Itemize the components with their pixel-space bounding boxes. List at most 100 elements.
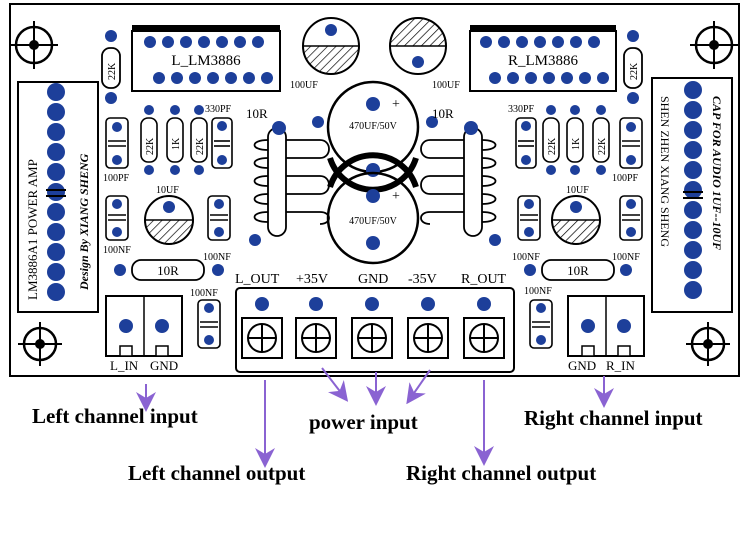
mounting-hole-bl (18, 322, 62, 366)
cap-100uf-right: 100UF (389, 17, 460, 91)
solder-pad (309, 297, 323, 311)
screw-terminal (295, 317, 337, 359)
solder-pad (255, 297, 269, 311)
cap-470uf-bottom: + 470UF/50V (326, 152, 420, 265)
solder-pad (684, 121, 702, 139)
left-side-design-text: Design By XIANG SHENG (77, 153, 91, 291)
solder-pad (525, 72, 537, 84)
res-22k-top-right: 22K (623, 30, 643, 104)
cap-10uf-left-label: 10UF (156, 185, 179, 196)
callout-right-output: Right channel output (406, 461, 597, 485)
screw-terminal (463, 317, 505, 359)
cap-330pf-right-label: 330PF (508, 104, 535, 115)
solder-pad (144, 36, 156, 48)
solder-pad (47, 283, 65, 301)
solder-pad (546, 165, 556, 175)
solder-pad (498, 36, 510, 48)
screw-terminal (407, 317, 449, 359)
term-gnd-label: GND (358, 272, 388, 287)
cap-100uf-left-label: 100UF (290, 80, 318, 91)
cap-470uf-top-label: 470UF/50V (349, 121, 398, 132)
solder-pad (489, 72, 501, 84)
res-left-22k-a: 22K (145, 137, 156, 155)
solder-pad (225, 72, 237, 84)
solder-pad (421, 297, 435, 311)
term-r-out-label: R_OUT (461, 272, 507, 287)
solder-pad (684, 201, 702, 219)
solder-pad (261, 72, 273, 84)
solder-pad (570, 36, 582, 48)
screw-terminal (241, 317, 283, 359)
cap-100nf-la-label: 100NF (103, 245, 131, 256)
cap-100pf-right-label: 100PF (612, 173, 639, 184)
solder-pad (552, 36, 564, 48)
solder-pad (684, 261, 702, 279)
solder-pad (546, 105, 556, 115)
solder-pad (365, 297, 379, 311)
left-side-panel: LM3886A1 POWER AMP Design By XIANG SHENG (17, 81, 99, 313)
solder-pad (684, 181, 702, 199)
r-10r-right-label: 10R (432, 106, 454, 121)
callout-left-output: Left channel output (128, 461, 306, 485)
cap-100nf-ra-label: 100NF (512, 252, 540, 263)
cap-330pf-right (515, 117, 537, 169)
solder-pad (189, 72, 201, 84)
arrow-power-m35 (406, 369, 431, 405)
right-side-cap-text: CAP FOR AUDIO 1UF--10UF (710, 96, 724, 250)
solder-pad (47, 83, 65, 101)
solder-pad (684, 81, 702, 99)
solder-pad (198, 36, 210, 48)
solder-pad (47, 223, 65, 241)
solder-pad (216, 36, 228, 48)
ic-right-label: R_LM3886 (508, 53, 579, 69)
cap-100pf-left-label: 100PF (103, 173, 130, 184)
solder-pad (570, 105, 580, 115)
res-10r-bottom-right: 10R (524, 259, 632, 281)
callout-power-input: power input (309, 410, 418, 434)
cap-100pf-right: 100PF (612, 117, 643, 184)
ic-left-lm3886: L_LM3886 (131, 25, 281, 92)
res-22k-top-left: 22K (101, 30, 121, 104)
coil-left-pad-bottom (249, 234, 261, 246)
cap-100nf-left-b: 100NF (203, 195, 231, 263)
res-22k-tr-label: 22K (629, 62, 640, 80)
res-right-22k-b: 22K (597, 137, 608, 155)
solder-pad (684, 221, 702, 239)
res-cluster-left: 22K 1K 22K (140, 105, 208, 175)
screw-terminal (351, 317, 393, 359)
coil-right-pad-bottom (489, 234, 501, 246)
solder-pad (597, 72, 609, 84)
r-10r-left-label: 10R (246, 106, 268, 121)
solder-pad (47, 103, 65, 121)
coil-right-pad-left (426, 116, 438, 128)
solder-pad (194, 165, 204, 175)
cap-470uf-bottom-label: 470UF/50V (349, 216, 398, 227)
cap-100nf-right-b: 100NF (612, 195, 643, 263)
solder-pad (596, 165, 606, 175)
cap-10uf-right-label: 10UF (566, 185, 589, 196)
solder-pad (171, 72, 183, 84)
res-right-1k: 1K (571, 137, 582, 150)
solder-pad (194, 105, 204, 115)
ic-left-label: L_LM3886 (171, 53, 241, 69)
solder-pad (579, 72, 591, 84)
solder-pad (684, 161, 702, 179)
coil-right-pad-top (464, 121, 478, 135)
cap-100nf-right-a: 100NF (512, 195, 541, 263)
solder-pad (543, 72, 555, 84)
mounting-hole-tl (10, 21, 58, 69)
solder-pad (170, 105, 180, 115)
input-connector-left (105, 295, 183, 357)
res-left-1k: 1K (171, 137, 182, 150)
cap-100nf-br-label: 100NF (524, 286, 552, 297)
solder-pad (570, 165, 580, 175)
res-left-22k-b: 22K (195, 137, 206, 155)
cap-100uf-right-label: 100UF (432, 80, 460, 91)
res-10r-br-label: 10R (567, 263, 589, 278)
input-connector-right (567, 295, 645, 357)
cap-330pf-left-label: 330PF (205, 104, 232, 115)
solder-pad (47, 243, 65, 261)
solder-pad (47, 123, 65, 141)
